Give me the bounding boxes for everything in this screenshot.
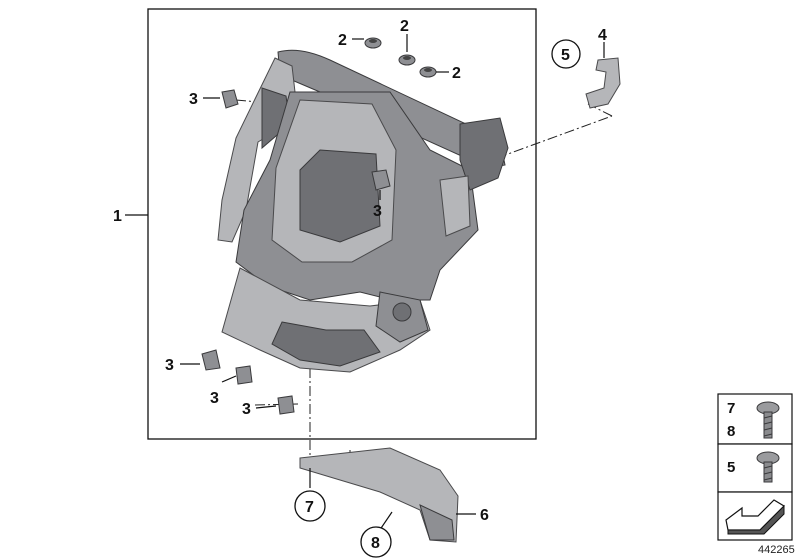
- clip-nut-mid: [371, 169, 391, 191]
- callout-5: 5: [561, 47, 570, 64]
- direction-arrow-icon: [725, 499, 785, 535]
- legend-label-8: 8: [727, 423, 735, 440]
- leader-3e: [255, 405, 277, 409]
- legend-box-screw-short: [717, 443, 793, 493]
- callouts: 1 2 2 2 3 3 3 3 3 4 5 6 7 8: [113, 18, 607, 558]
- screw-long-icon: [756, 401, 780, 439]
- nut-1-hole: [369, 39, 377, 43]
- callout-7-circle: [294, 490, 326, 522]
- assembly-frame: [147, 8, 537, 440]
- carrier-center-recess: [299, 149, 381, 243]
- callout-7: 7: [305, 499, 314, 516]
- callout-3d: 3: [210, 390, 219, 407]
- callout-2b: 2: [400, 18, 409, 35]
- callout-2a: 2: [338, 32, 347, 49]
- carrier-lower-opening: [271, 321, 381, 367]
- screw-short-icon: [756, 451, 780, 483]
- nut-parts: [364, 37, 437, 78]
- callout-6: 6: [480, 507, 489, 524]
- dash-line-clip-top: [235, 99, 271, 104]
- cover-end-tab: [419, 504, 455, 541]
- callout-3a: 3: [189, 91, 198, 108]
- leader-3d: [221, 375, 237, 383]
- callout-3e: 3: [242, 401, 251, 418]
- callout-1: 1: [113, 208, 122, 225]
- clip-nut-parts: [201, 89, 391, 415]
- callout-3b: 3: [373, 203, 382, 220]
- carrier-lower-frame: [221, 267, 431, 373]
- carrier-right-arm: [459, 117, 509, 191]
- diagram-number: 442265: [758, 544, 795, 556]
- carrier-right-panel: [439, 175, 471, 237]
- legend-label-5: 5: [727, 459, 735, 476]
- bracket-part: [585, 57, 621, 109]
- leader-lines: [125, 34, 605, 535]
- legend-panel: 7 8 5: [717, 393, 793, 541]
- callout-2c: 2: [452, 65, 461, 82]
- clip-nut-bottom: [277, 395, 295, 415]
- carrier-mount-hole: [392, 302, 412, 322]
- clip-nut-top: [221, 89, 239, 109]
- callout-3c: 3: [165, 357, 174, 374]
- clip-nut-lower-mid: [235, 365, 253, 385]
- callout-4: 4: [598, 27, 607, 44]
- dash-line-bracket: [496, 115, 613, 159]
- legend-label-7: 7: [727, 400, 735, 417]
- clip-nut-lower-left: [201, 349, 221, 371]
- headlight-carrier-part: [217, 49, 509, 373]
- dash-line-clip-bottom: [254, 403, 299, 406]
- callout-8: 8: [371, 535, 380, 552]
- nut-3-hole: [424, 68, 432, 72]
- callout-5-circle: [551, 39, 581, 69]
- nut-2-hole: [403, 56, 411, 60]
- legend-box-screw-long: [717, 393, 793, 445]
- callout-8-circle: [360, 526, 392, 558]
